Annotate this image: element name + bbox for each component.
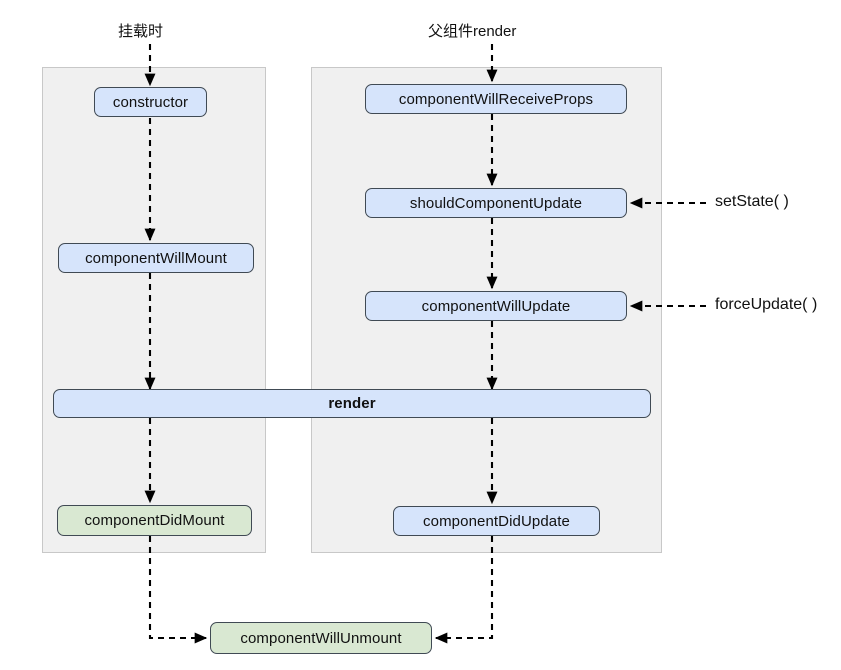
label-force-update: forceUpdate( ) [715, 296, 818, 313]
mounting-caption: 挂载时 [118, 23, 164, 40]
node-should-component-update[interactable]: shouldComponentUpdate [365, 188, 627, 218]
parent-render-caption: 父组件render [428, 23, 517, 40]
node-component-will-receive-props[interactable]: componentWillReceiveProps [365, 84, 627, 114]
node-component-did-update[interactable]: componentDidUpdate [393, 506, 600, 536]
node-render[interactable]: render [53, 389, 651, 418]
label-set-state: setState( ) [715, 193, 789, 210]
node-constructor[interactable]: constructor [94, 87, 207, 117]
node-component-will-mount[interactable]: componentWillMount [58, 243, 254, 273]
node-component-will-update[interactable]: componentWillUpdate [365, 291, 627, 321]
node-component-will-unmount[interactable]: componentWillUnmount [210, 622, 432, 654]
mounting-phase-panel [42, 67, 266, 553]
node-component-did-mount[interactable]: componentDidMount [57, 505, 252, 536]
